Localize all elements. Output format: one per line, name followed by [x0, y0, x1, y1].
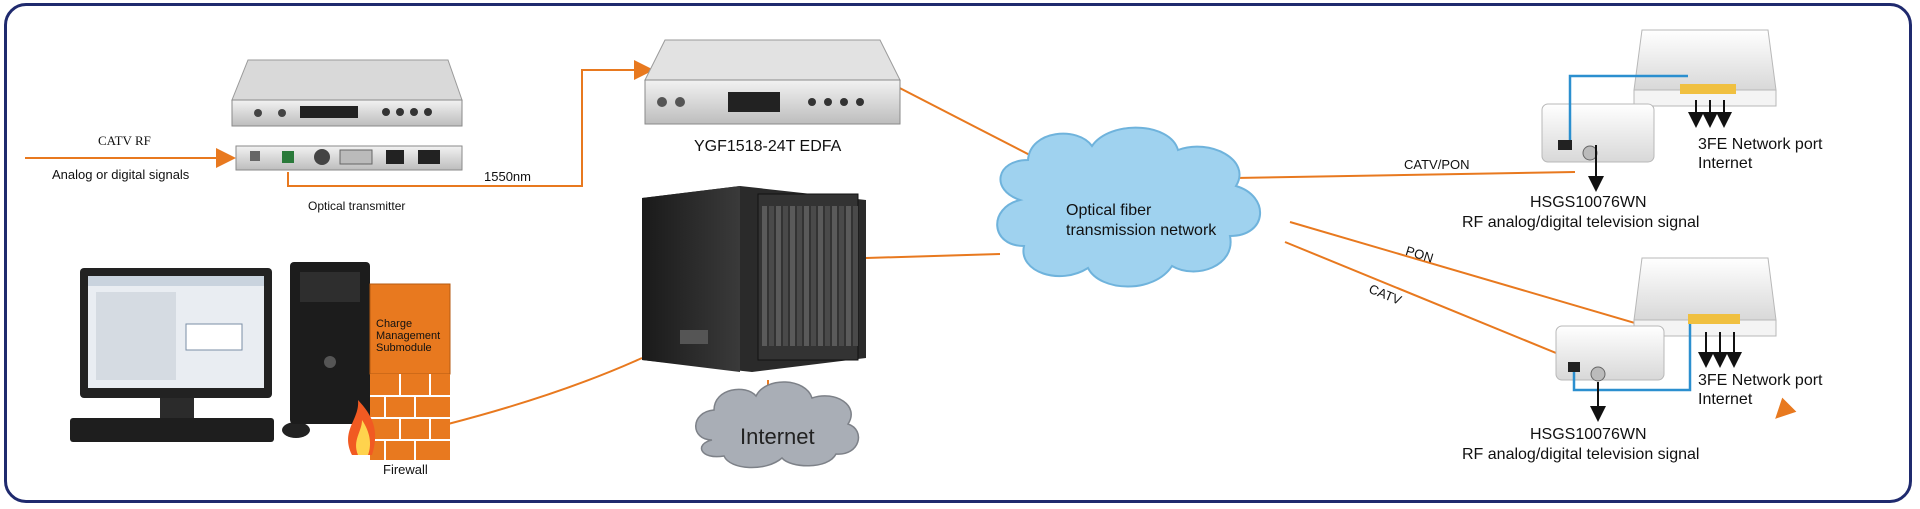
edfa-label: YGF1518-24T EDFA [694, 138, 842, 155]
onu-bottom-signal: RF analog/digital television signal [1462, 446, 1700, 463]
edfa-to-cloud-line [887, 81, 1059, 170]
cloud-label-line1: Optical fiber [1066, 202, 1152, 219]
internet-label: Internet [740, 424, 815, 449]
olt-slot-card [846, 206, 851, 346]
onu-router-device-bottom [1555, 257, 1777, 422]
cloud-label-line2: transmission network [1066, 222, 1217, 239]
onu-top-ports: 3FE Network port [1698, 136, 1823, 153]
stray-mark [1775, 397, 1797, 419]
olt-slot-card [839, 206, 844, 346]
charge-label-line2: Management [376, 330, 441, 342]
onu-top-signal: RF analog/digital television signal [1462, 214, 1700, 231]
optical-transmitter-device [231, 59, 463, 171]
fiber-links [25, 60, 1797, 425]
charge-management-submodule [369, 283, 451, 375]
olt-slot-card [811, 206, 816, 346]
olt-slot-cards [762, 206, 858, 346]
olt-slot-card [825, 206, 830, 346]
charge-label-line3: Submodule [376, 342, 432, 354]
firewall-label: Firewall [383, 462, 428, 477]
onu-bottom-ports: 3FE Network port [1698, 372, 1823, 389]
olt-slot-card [797, 206, 802, 346]
olt-slot-card [790, 206, 795, 346]
optical-transmitter-label: Optical transmitter [308, 199, 406, 213]
edfa-device [644, 39, 901, 125]
onu-router-device-top [1541, 29, 1777, 192]
computer-workstation [70, 262, 370, 442]
analog-digital-label: Analog or digital signals [52, 167, 190, 182]
transmitter-to-edfa-line [287, 60, 654, 187]
cloud-to-onu-bottom-catv-line [1284, 241, 1579, 363]
firewall-icon [348, 374, 450, 460]
wavelength-label: 1550nm [484, 169, 531, 184]
internet-cloud [695, 381, 860, 469]
olt-to-cloud-line [865, 253, 1001, 259]
catv-pon-label: CATV/PON [1404, 157, 1470, 172]
onu-bottom-model: HSGS10076WN [1530, 426, 1647, 443]
cloud-to-onu-bottom-pon-line [1289, 221, 1653, 329]
olt-slot-card [804, 206, 809, 346]
olt-slot-card [762, 206, 767, 346]
onu-bottom-internet: Internet [1698, 391, 1753, 408]
olt-slot-card [818, 206, 823, 346]
optical-fiber-cloud [996, 126, 1262, 288]
olt-slot-card [832, 206, 837, 346]
olt-slot-card [853, 206, 858, 346]
diagram-frame [4, 3, 1912, 503]
firewall-to-olt-line [447, 357, 643, 425]
onu-top-model: HSGS10076WN [1530, 194, 1647, 211]
charge-label-line1: Charge [376, 318, 413, 330]
olt-slot-card [769, 206, 774, 346]
olt-chassis [642, 186, 866, 372]
olt-slot-card [783, 206, 788, 346]
cloud-to-onu-top-line [1234, 171, 1576, 179]
olt-slot-card [776, 206, 781, 346]
onu-top-internet: Internet [1698, 155, 1753, 172]
catv-rf-label: CATV RF [98, 133, 151, 148]
